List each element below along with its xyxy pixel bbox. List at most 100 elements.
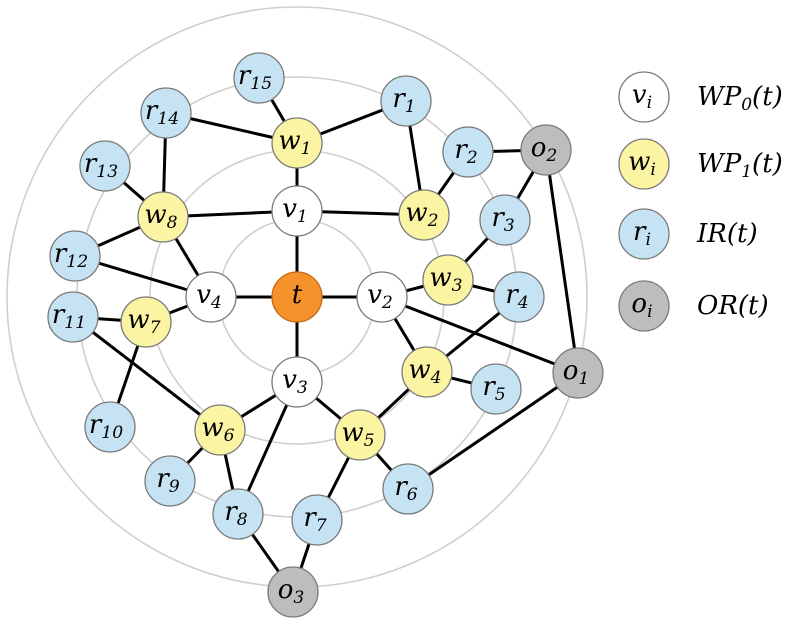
node-w8-label: w8 (144, 200, 177, 233)
node-w2-label: w2 (405, 198, 438, 231)
node-w4-label: w4 (408, 355, 441, 388)
node-r5-label: r5 (482, 372, 505, 405)
node-o1-circle (552, 347, 604, 399)
node-r13: r13 (79, 140, 131, 192)
node-w3-circle (422, 254, 474, 306)
node-w5-label: w5 (341, 418, 374, 451)
node-v2-circle (356, 271, 408, 323)
node-r10-circle (84, 401, 136, 453)
node-t-circle (271, 271, 323, 323)
edge-v2-o1 (381, 295, 579, 375)
legend-wp0-text: WP0(t) (697, 82, 783, 115)
node-w6-label: w6 (201, 413, 234, 446)
node-r10-label: r10 (89, 410, 123, 443)
edge-o2-o1 (544, 149, 580, 374)
edge-r6-o1 (407, 371, 579, 491)
node-r14-label: r14 (145, 96, 179, 129)
node-r4: r4 (493, 271, 545, 323)
node-w1: w1 (271, 117, 323, 169)
node-r7-label: r7 (303, 503, 326, 536)
node-o1-label: o1 (563, 356, 590, 389)
node-v3-label: v3 (282, 365, 308, 398)
node-r15-label: r15 (238, 61, 272, 94)
node-r4-circle (493, 271, 545, 323)
node-r5: r5 (470, 363, 522, 415)
node-r7: r7 (291, 494, 343, 546)
node-w1-label: w1 (278, 126, 311, 159)
node-v2: v2 (356, 271, 408, 323)
node-v1-label: v1 (282, 194, 308, 227)
node-w4: w4 (401, 346, 453, 398)
node-o2-label: o2 (531, 133, 558, 166)
node-r10: r10 (84, 401, 136, 453)
legend-wp1-circle (618, 138, 670, 190)
node-w4-circle (401, 346, 453, 398)
legend-or-circle (618, 280, 670, 332)
node-r12-label: r12 (54, 239, 88, 272)
node-r8-label: r8 (224, 497, 247, 530)
node-r9: r9 (144, 455, 196, 507)
node-t-label: t (292, 280, 303, 310)
node-r9-label: r9 (156, 464, 179, 497)
node-o3-circle (267, 566, 319, 618)
edge-w6-r11 (72, 315, 221, 432)
node-r8: r8 (212, 488, 264, 540)
node-w2-circle (398, 189, 450, 241)
node-o2: o2 (520, 124, 572, 176)
legend-item-wp0: vi WP0(t) (618, 71, 783, 123)
node-w5: w5 (334, 409, 386, 461)
node-v2-label: v2 (367, 280, 393, 313)
node-v3: v3 (271, 356, 323, 408)
node-r1-circle (380, 75, 432, 127)
node-w5-circle (334, 409, 386, 461)
legend-wp1-symbol: wi (628, 147, 656, 180)
node-r2-circle (442, 126, 494, 178)
node-w7-circle (120, 296, 172, 348)
node-r5-circle (470, 363, 522, 415)
node-r6-circle (382, 463, 434, 515)
node-w3: w3 (422, 254, 474, 306)
legend-ir-text: IR(t) (696, 219, 758, 249)
node-r4-label: r4 (505, 280, 528, 313)
node-r13-circle (79, 140, 131, 192)
node-w2: w2 (398, 189, 450, 241)
legend-or-symbol: oi (631, 289, 652, 322)
node-r12-circle (49, 230, 101, 282)
node-w3-label: w3 (429, 263, 462, 296)
node-r3: r3 (479, 194, 531, 246)
node-r3-label: r3 (491, 203, 514, 236)
node-r2-label: r2 (454, 135, 477, 168)
node-o3: o3 (267, 566, 319, 618)
node-r11-circle (47, 291, 99, 343)
nodes: t v1 v2 v3 v4 w1 w2 w3 w4 w5 w6 w7 w8 r1 r2 r3 r4 r5 r6 r7 r… (47, 52, 604, 618)
legend-ir-symbol: ri (633, 217, 651, 250)
node-t: t (271, 271, 323, 323)
legend-item-wp1: wi WP1(t) (618, 138, 783, 190)
node-w6-circle (194, 404, 246, 456)
node-r1-label: r1 (392, 84, 415, 117)
node-o2-circle (520, 124, 572, 176)
node-r3-circle (479, 194, 531, 246)
node-w6: w6 (194, 404, 246, 456)
node-w7: w7 (120, 296, 172, 348)
node-r14-circle (140, 87, 192, 139)
node-r1: r1 (380, 75, 432, 127)
node-v4: v4 (185, 271, 237, 323)
node-w8-circle (137, 191, 189, 243)
node-r14: r14 (140, 87, 192, 139)
node-r2: r2 (442, 126, 494, 178)
node-w8: w8 (137, 191, 189, 243)
legend-ir-circle (618, 208, 670, 260)
node-r6: r6 (382, 463, 434, 515)
legend-wp0-symbol: vi (632, 80, 652, 113)
legend-wp1-text: WP1(t) (697, 149, 783, 182)
node-r15-circle (233, 52, 285, 104)
node-o3-label: o3 (278, 575, 305, 608)
node-o1: o1 (552, 347, 604, 399)
node-r6-label: r6 (394, 472, 417, 505)
node-r12: r12 (49, 230, 101, 282)
node-r13-label: r13 (84, 149, 118, 182)
